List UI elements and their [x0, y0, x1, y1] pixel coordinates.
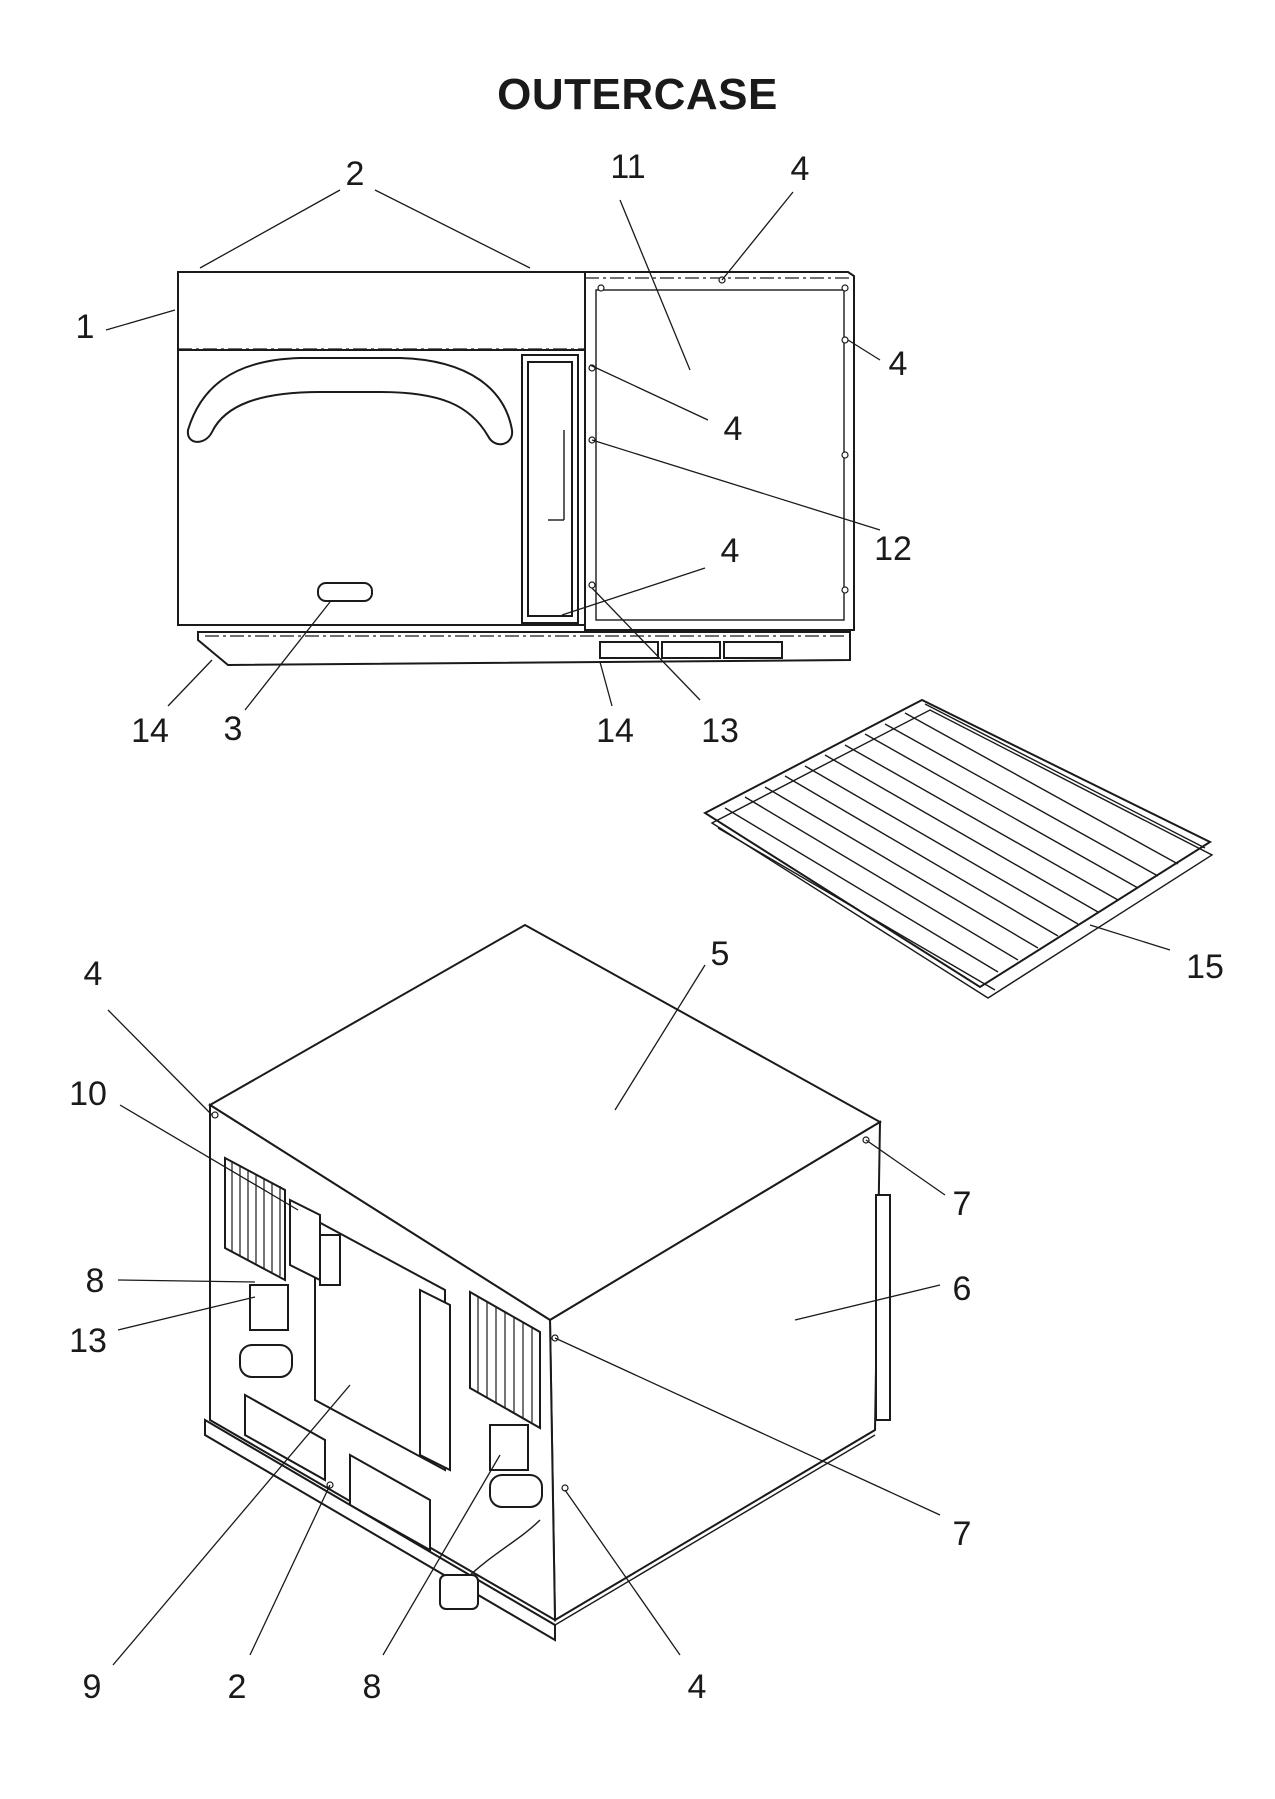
rear-cover-plate	[314, 1218, 446, 1472]
callout-6: 6	[953, 1270, 972, 1308]
callout-4: 4	[791, 150, 810, 188]
page-title: OUTERCASE	[497, 70, 778, 119]
control-panel-inner	[527, 361, 573, 617]
clip-left	[249, 1284, 289, 1331]
power-cord	[464, 1519, 541, 1581]
callout-labels: 2 1 3 4 4 4 4 11 12 13 14 14 15 4 5 10 7…	[69, 148, 1224, 1706]
callout-8: 8	[363, 1668, 382, 1706]
top-front-panel	[177, 271, 586, 351]
callout-15: 15	[1186, 948, 1224, 986]
leader-lines	[105, 189, 1171, 1666]
callout-14: 14	[596, 712, 634, 750]
callout-4: 4	[84, 955, 103, 993]
callout-4: 4	[721, 532, 740, 570]
callout-4: 4	[724, 410, 743, 448]
base-vent-1	[599, 641, 659, 659]
callout-5: 5	[711, 935, 730, 973]
callout-11: 11	[610, 148, 645, 186]
rear-label	[319, 1234, 341, 1286]
callout-2: 2	[228, 1668, 247, 1706]
callout-1: 1	[76, 308, 95, 346]
cord-bracket	[289, 1198, 321, 1282]
door-handle	[317, 582, 373, 602]
callout-4: 4	[688, 1668, 707, 1706]
door-window	[186, 357, 514, 446]
side-hinge-strip	[875, 1194, 891, 1421]
power-plug	[439, 1574, 479, 1610]
vertical-vent-strip	[419, 1288, 451, 1472]
side-panel	[584, 271, 855, 631]
lower-panel-left	[244, 1393, 326, 1482]
callout-14: 14	[131, 712, 169, 750]
callout-9: 9	[83, 1668, 102, 1706]
wire-rack	[702, 698, 1214, 999]
oven-front-view	[177, 271, 855, 667]
callout-10: 10	[69, 1075, 107, 1113]
callout-7: 7	[953, 1515, 972, 1553]
oven-rear-view	[204, 923, 891, 1642]
base-vent-3	[723, 641, 783, 659]
lower-panel-center	[349, 1453, 431, 1552]
base-vent-2	[661, 641, 721, 659]
rear-grip-right	[489, 1474, 543, 1508]
callout-2: 2	[346, 155, 365, 193]
callout-7: 7	[953, 1185, 972, 1223]
callout-8: 8	[86, 1262, 105, 1300]
callout-12: 12	[874, 530, 912, 568]
callout-3: 3	[224, 710, 243, 748]
rear-grip-left	[239, 1344, 293, 1378]
callout-13: 13	[701, 712, 739, 750]
callout-13: 13	[69, 1322, 107, 1360]
callout-4: 4	[889, 345, 908, 383]
rack-frame	[702, 698, 1213, 989]
